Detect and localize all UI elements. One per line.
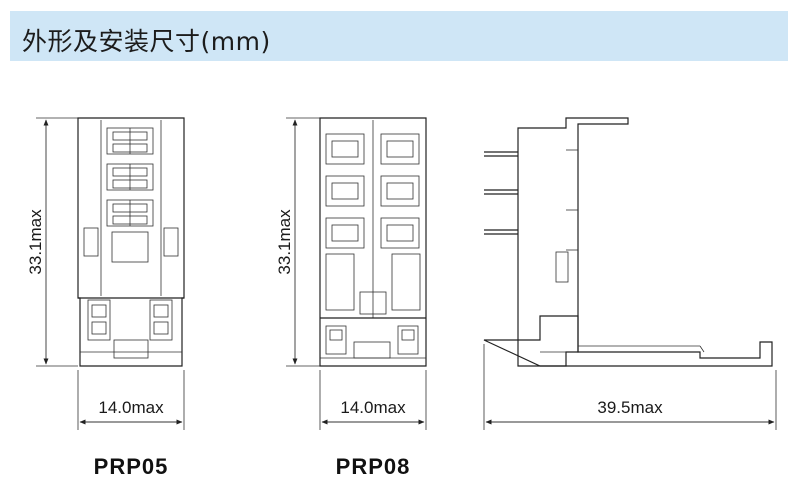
header-bar: 外形及安装尺寸(mm) bbox=[10, 11, 788, 61]
side-length-label: 39.5max bbox=[597, 398, 663, 417]
side-view: 39.5max bbox=[483, 117, 777, 430]
prp08-width-label: 14.0max bbox=[340, 398, 406, 417]
prp05-height-label: 33.1max bbox=[26, 209, 45, 275]
page-title: 外形及安装尺寸(mm) bbox=[22, 27, 271, 56]
prp05-model-label: PRP05 bbox=[94, 454, 169, 479]
prp08-model-label: PRP08 bbox=[336, 454, 411, 479]
prp05-width-label: 14.0max bbox=[98, 398, 164, 417]
prp08-height-label: 33.1max bbox=[275, 209, 294, 275]
prp08-front-view: 33.1max bbox=[275, 117, 427, 479]
prp05-front-view: 33.1max bbox=[26, 117, 185, 479]
